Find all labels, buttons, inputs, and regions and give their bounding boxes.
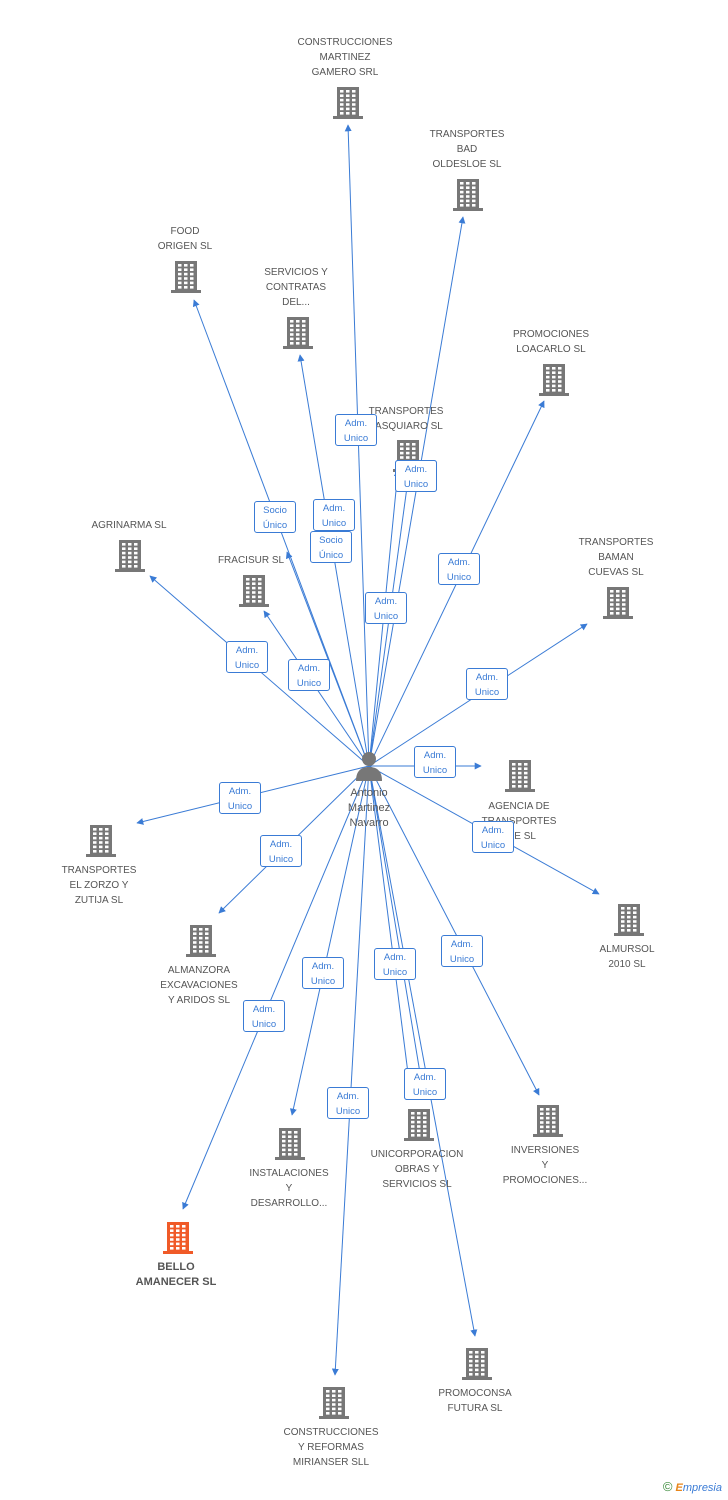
copyright-icon: © xyxy=(662,1479,673,1494)
company-label-almanzora[interactable]: ALMANZORA EXCAVACIONES Y ARIDOS SL xyxy=(160,965,238,1006)
footer-brand: © Empresia xyxy=(663,1479,722,1494)
relation-badge: Adm. Unico xyxy=(260,835,302,867)
building-icon[interactable] xyxy=(115,538,145,572)
edge-line-food-origen xyxy=(192,299,370,767)
building-icon[interactable] xyxy=(404,1107,434,1141)
edge-line-unicorporacion xyxy=(368,765,414,1098)
relation-badge: Adm. Unico xyxy=(414,746,456,778)
company-label-transportes-zorzo[interactable]: TRANSPORTES EL ZORZO Y ZUTIJA SL xyxy=(61,865,137,906)
edge-line-bello-amanecer xyxy=(182,765,370,1210)
building-icon[interactable] xyxy=(171,259,201,293)
company-label-unicorporacion[interactable]: UNICORPORACION OBRAS Y SERVICIOS SL xyxy=(370,1149,464,1190)
relation-badge: Adm. Unico xyxy=(226,641,268,673)
company-label-construcciones-martinez[interactable]: CONSTRUCCIONES MARTINEZ GAMERO SRL xyxy=(297,37,393,78)
company-label-agrinarma[interactable]: AGRINARMA SL xyxy=(91,520,167,531)
relation-badge: Adm. Unico xyxy=(472,821,514,853)
edge-line-promoconsa xyxy=(368,765,478,1337)
edge-line-inversiones xyxy=(368,765,540,1096)
relation-badge: Adm. Unico xyxy=(335,414,377,446)
company-label-almursol[interactable]: ALMURSOL 2010 SL xyxy=(599,944,655,970)
edge-line-unicorporacion xyxy=(368,765,427,1098)
building-icon[interactable] xyxy=(86,823,116,857)
building-icon[interactable] xyxy=(539,362,569,396)
company-label-fracisur[interactable]: FRACISUR SL xyxy=(217,555,285,566)
brand-logo-e: E xyxy=(675,1482,683,1494)
company-label-transportes-bad[interactable]: TRANSPORTES BAD OLDESLOE SL xyxy=(429,129,505,170)
building-icon[interactable] xyxy=(239,573,269,607)
company-label-instalaciones[interactable]: INSTALACIONES Y DESARROLLO... xyxy=(249,1168,329,1209)
company-label-inversiones[interactable]: INVERSIONES Y PROMOCIONES... xyxy=(502,1145,588,1186)
company-label-food-origen[interactable]: FOOD ORIGEN SL xyxy=(157,226,213,252)
brand-logo-text: mpresia xyxy=(682,1482,722,1494)
building-icon[interactable] xyxy=(283,315,313,349)
building-icon[interactable] xyxy=(319,1385,349,1419)
relation-badge: Adm. Unico xyxy=(395,460,437,492)
relation-badge: Adm. Unico xyxy=(365,592,407,624)
building-icon[interactable] xyxy=(603,585,633,619)
relation-badge: Socio Único xyxy=(310,531,352,563)
building-icon[interactable] xyxy=(163,1220,193,1254)
company-label-promociones-loacarlo[interactable]: PROMOCIONES LOACARLO SL xyxy=(512,329,590,355)
building-icon[interactable] xyxy=(333,85,363,119)
building-icon[interactable] xyxy=(505,758,535,792)
building-icon[interactable] xyxy=(462,1346,492,1380)
relation-badge: Adm. Unico xyxy=(219,782,261,814)
relation-badge: Socio Único xyxy=(254,501,296,533)
relation-badge: Adm. Unico xyxy=(441,935,483,967)
building-icon[interactable] xyxy=(453,177,483,211)
company-label-servicios-contratas[interactable]: SERVICIOS Y CONTRATAS DEL... xyxy=(264,267,328,308)
relation-badge: Adm. Unico xyxy=(438,553,480,585)
relation-badge: Adm. Unico xyxy=(243,1000,285,1032)
relation-badge: Adm. Unico xyxy=(404,1068,446,1100)
edge-line-construcciones-reformas xyxy=(331,765,370,1376)
company-label-transportes-pasquiaro[interactable]: TRANSPORTES PASQUIARO SL xyxy=(368,406,444,432)
company-label-transportes-baman[interactable]: TRANSPORTES BAMAN CUEVAS SL xyxy=(578,537,654,578)
relation-badge: Adm. Unico xyxy=(288,659,330,691)
person-icon[interactable] xyxy=(353,750,385,782)
company-label-bello-amanecer[interactable]: BELLO AMANECER SL xyxy=(135,1261,217,1288)
relation-badge: Adm. Unico xyxy=(302,957,344,989)
center-person-name[interactable]: Antonio Martinez Navarro xyxy=(347,787,391,829)
relation-badge: Adm. Unico xyxy=(466,668,508,700)
relation-badge: Adm. Unico xyxy=(374,948,416,980)
relation-badge: Adm. Unico xyxy=(313,499,355,531)
company-label-promoconsa[interactable]: PROMOCONSA FUTURA SL xyxy=(438,1388,512,1414)
company-label-construcciones-reformas[interactable]: CONSTRUCCIONES Y REFORMAS MIRIANSER SLL xyxy=(283,1427,379,1468)
relation-badge: Adm. Unico xyxy=(327,1087,369,1119)
building-icon[interactable] xyxy=(275,1126,305,1160)
building-icon[interactable] xyxy=(614,902,644,936)
building-icon[interactable] xyxy=(533,1103,563,1137)
edge-line-instalaciones xyxy=(289,765,370,1116)
building-icon[interactable] xyxy=(186,923,216,957)
